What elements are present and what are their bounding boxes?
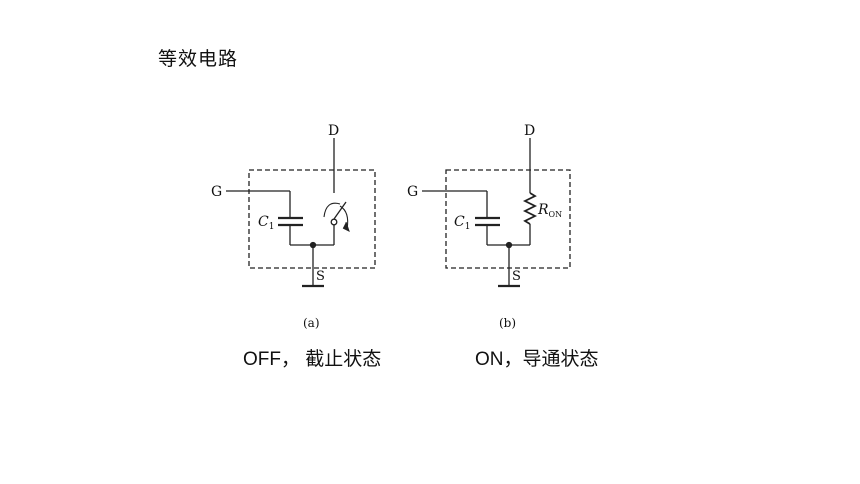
resistor-zigzag <box>522 192 538 225</box>
pin-g-a: G <box>211 184 222 200</box>
circuit-b <box>422 138 571 288</box>
caption-off-state: OFF， 截止状态 <box>243 349 382 370</box>
sublabel-b: (b) <box>499 316 516 330</box>
capacitor-label-b: C1 <box>454 214 470 232</box>
pin-s-b: S <box>512 269 521 284</box>
pin-d-b: D <box>524 123 535 139</box>
pin-s-a: S <box>316 269 325 284</box>
switch-blade <box>333 201 347 220</box>
resistor-label: RON <box>537 202 562 219</box>
page-title: 等效电路 <box>158 48 239 70</box>
circuit-a <box>226 138 376 288</box>
pin-d-a: D <box>328 123 339 139</box>
transistor-boundary-b <box>445 169 571 269</box>
sublabel-a: (a) <box>303 316 320 330</box>
caption-on-state: ON，导通状态 <box>475 349 599 370</box>
pin-g-b: G <box>407 184 418 200</box>
capacitor-label-a: C1 <box>258 214 274 232</box>
